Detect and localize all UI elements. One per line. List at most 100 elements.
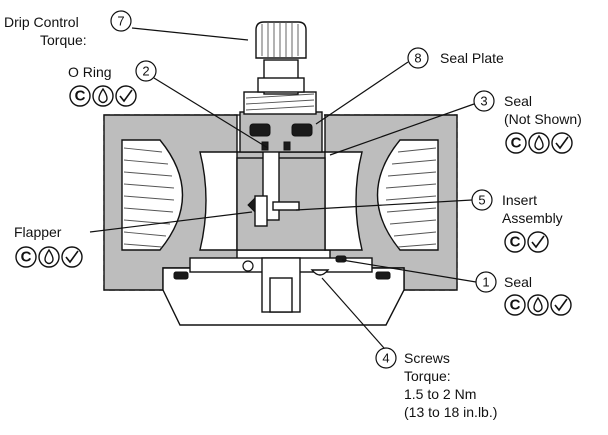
callout-5-number: 5 — [478, 193, 485, 208]
left-threads — [123, 147, 175, 248]
callout-4-line-3: 1.5 to 2 Nm — [404, 386, 476, 402]
callout-2-circle — [135, 60, 157, 82]
callout-5-line-2: Assembly — [502, 210, 563, 226]
callout-1-line-1: Seal — [504, 274, 532, 290]
flapper-label: Flapper — [14, 224, 62, 240]
seal-1-right — [375, 271, 391, 280]
seal-1-inner — [335, 255, 347, 263]
callout-4-line-1: Screws — [404, 350, 450, 366]
callout-2-line-1: O Ring — [68, 64, 112, 80]
seal-1-left — [173, 271, 189, 280]
callout-8: 8 Seal Plate — [407, 47, 504, 69]
callout-3-sym-c: C — [511, 135, 522, 152]
callout-8-line-1: Seal Plate — [440, 50, 504, 66]
leader-1 — [341, 259, 477, 283]
flow-passage — [199, 151, 238, 251]
flapper-callout: Flapper C — [14, 224, 83, 268]
circle-c-icon — [69, 85, 91, 107]
leader-3 — [329, 103, 475, 156]
leader-5 — [295, 199, 473, 211]
callout-4-circle — [375, 347, 397, 369]
leader-7 — [131, 27, 249, 41]
knob-collar — [257, 77, 305, 93]
callout-5: 5 Insert Assembly C — [471, 189, 563, 253]
circle-c-icon — [15, 246, 37, 268]
check-shape — [531, 235, 545, 249]
circle-drop-icon — [527, 294, 549, 316]
ball-part — [242, 260, 254, 272]
right-bore — [376, 139, 439, 251]
circle-check-icon — [115, 85, 137, 107]
callout-8-number: 8 — [414, 51, 421, 66]
callout-7-line-1: Drip Control — [4, 14, 79, 30]
check-shape — [65, 250, 79, 264]
leader-4 — [321, 277, 385, 349]
flapper-symbols: C — [15, 246, 83, 268]
callout-4: 4 Screws Torque: 1.5 to 2 Nm (13 to 18 i… — [375, 347, 497, 420]
callout-5-line-1: Insert — [502, 192, 537, 208]
callout-3-number: 3 — [480, 94, 487, 109]
drop-shape — [533, 296, 543, 313]
callout-4-line-4: (13 to 18 in.lb.) — [404, 404, 497, 420]
callout-2-sym-c: C — [75, 88, 86, 105]
flapper-sym-c: C — [21, 249, 32, 266]
leader-8 — [315, 61, 409, 125]
circle-drop-icon — [92, 85, 114, 107]
callout-4-number: 4 — [382, 351, 389, 366]
seal-plate-top — [243, 91, 317, 115]
check-shape — [554, 298, 568, 312]
right-threads — [385, 147, 437, 248]
drop-shape — [534, 134, 544, 151]
circle-c-icon — [504, 231, 526, 253]
insert-pin — [272, 201, 300, 211]
knob-knurling — [261, 22, 299, 57]
circle-drop-icon — [38, 246, 60, 268]
leader-lines — [89, 27, 477, 349]
check-shape — [119, 89, 133, 103]
seal-plate-dark-r — [291, 123, 313, 137]
leader-flapper — [89, 211, 253, 233]
callout-4-line-2: Torque: — [404, 368, 451, 384]
flapper-part — [254, 195, 268, 227]
circle-check-icon — [527, 231, 549, 253]
flow-passage-right — [324, 151, 363, 251]
callout-3: 3 Seal (Not Shown) C — [473, 90, 582, 154]
valve-drawing — [103, 21, 458, 326]
callout-5-sym-c: C — [510, 234, 521, 251]
bottom-stub-core — [269, 277, 293, 313]
seal-plate-hatch — [245, 93, 315, 111]
callout-7: Drip Control Torque: 7 — [4, 10, 132, 48]
callout-1-circle — [475, 271, 497, 293]
callout-3-line-2: (Not Shown) — [504, 111, 582, 127]
circle-check-icon — [551, 132, 573, 154]
callout-2-symbols: C — [69, 85, 137, 107]
callout-5-symbols: C — [504, 231, 549, 253]
callout-8-circle — [407, 47, 429, 69]
circle-check-icon — [61, 246, 83, 268]
callout-7-circle — [110, 10, 132, 32]
flapper-tip — [247, 196, 256, 214]
callout-3-circle — [473, 90, 495, 112]
callout-1-symbols: C — [504, 294, 572, 316]
callout-3-symbols: C — [505, 132, 573, 154]
seal-plate-dark-l — [249, 123, 271, 137]
circle-c-icon — [504, 294, 526, 316]
oring-2b — [283, 141, 291, 151]
leader-2 — [153, 77, 269, 149]
check-shape — [555, 136, 569, 150]
callout-2-number: 2 — [142, 64, 149, 79]
drop-shape — [98, 87, 108, 104]
drip-control-knob — [255, 21, 307, 59]
callout-1-number: 1 — [482, 275, 489, 290]
callout-2: O Ring 2 C — [68, 60, 157, 107]
screw-head — [310, 269, 330, 276]
callout-7-number: 7 — [117, 14, 124, 29]
callout-3-line-1: Seal — [504, 93, 532, 109]
circle-c-icon — [505, 132, 527, 154]
callout-7-line-2: Torque: — [40, 32, 87, 48]
callout-1: 1 Seal C — [475, 271, 572, 316]
circle-drop-icon — [528, 132, 550, 154]
circle-check-icon — [550, 294, 572, 316]
callout-5-circle — [471, 189, 493, 211]
